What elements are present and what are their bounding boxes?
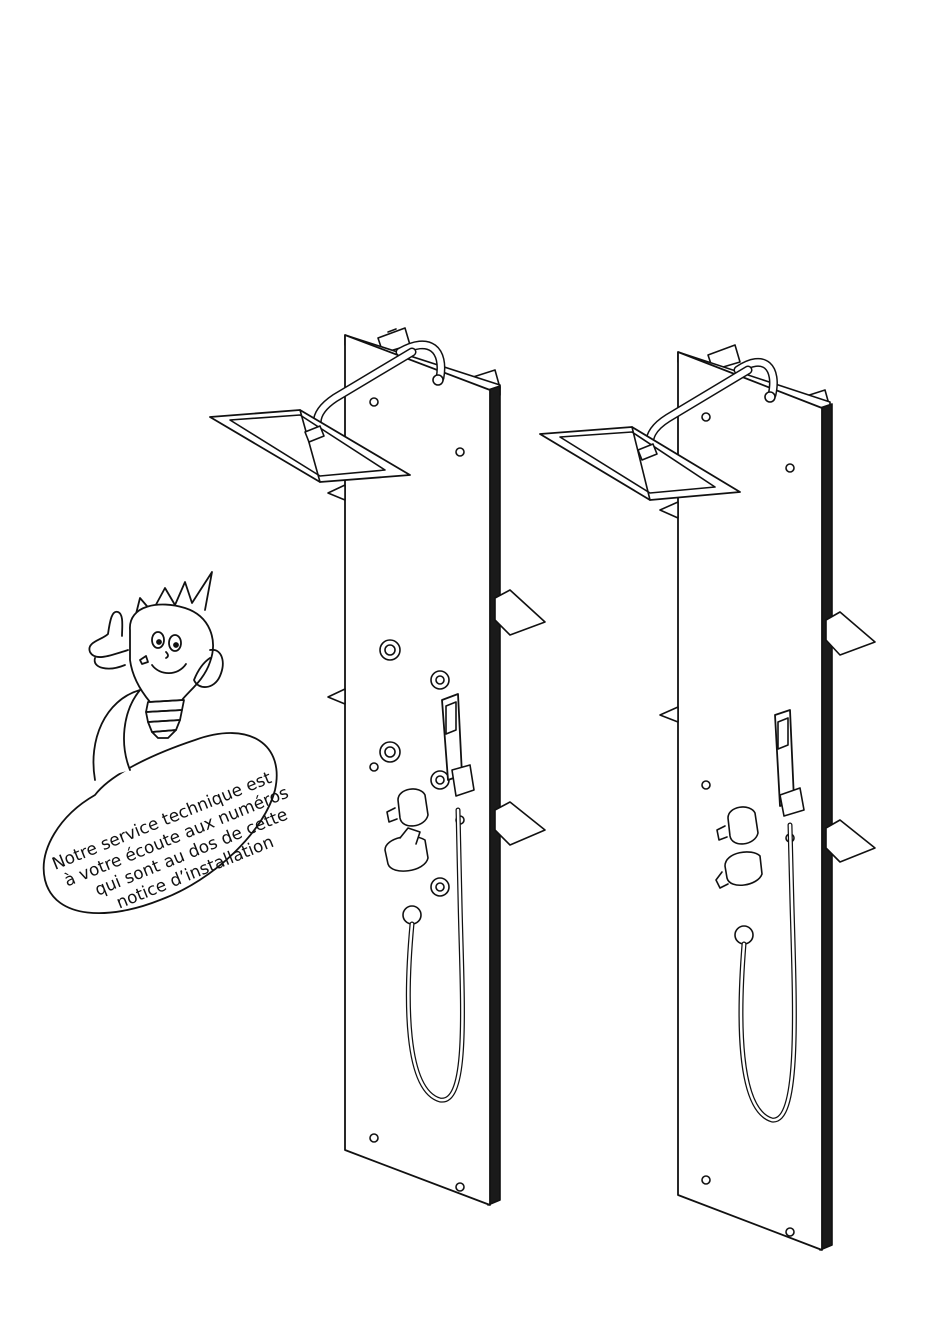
diverter-handle-icon <box>725 852 762 885</box>
mascot-group: Notre service technique est à votre écou… <box>44 572 307 930</box>
shower-panel-2-illustration <box>540 345 875 1250</box>
hose-outlet-icon <box>403 906 421 924</box>
hose-outlet-icon <box>735 926 753 944</box>
diverter-handle-icon <box>385 836 428 871</box>
thermostat-handle-icon <box>728 807 758 844</box>
thermostat-handle-icon <box>398 789 428 826</box>
